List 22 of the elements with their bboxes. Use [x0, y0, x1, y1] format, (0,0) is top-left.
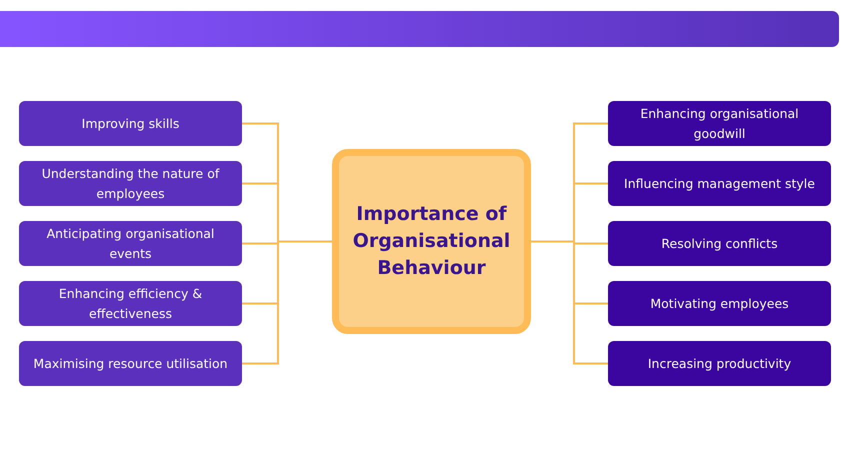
topic-box: [608, 101, 831, 146]
topic-box: [19, 101, 242, 146]
topic-label: Resolving conflicts: [661, 234, 778, 253]
topic-box: [608, 341, 831, 386]
topic-label: Understanding the nature of employees: [40, 164, 220, 203]
topic-label: Anticipating organisational events: [46, 224, 216, 262]
topic-label: Influencing management style: [624, 174, 815, 193]
topic-label: Motivating employees: [650, 294, 789, 313]
topic-box: [19, 281, 242, 326]
topic-label: Enhancing organisational goodwill: [639, 104, 800, 143]
topic-label: Maximising resource utilisation: [33, 354, 228, 373]
topic-box: [608, 221, 831, 266]
central-topic-box: [332, 149, 531, 334]
topic-label: Improving skills: [82, 114, 180, 133]
topic-box: [608, 281, 831, 326]
topic-label: Enhancing efficiency & effectiveness: [58, 284, 204, 322]
topic-box: [19, 161, 242, 206]
topic-box: [608, 161, 831, 206]
topic-box: [19, 221, 242, 266]
topic-box: [19, 341, 242, 386]
topic-label: Importance of Organisational Behaviour: [352, 202, 510, 281]
topic-label: Increasing productivity: [648, 354, 792, 373]
